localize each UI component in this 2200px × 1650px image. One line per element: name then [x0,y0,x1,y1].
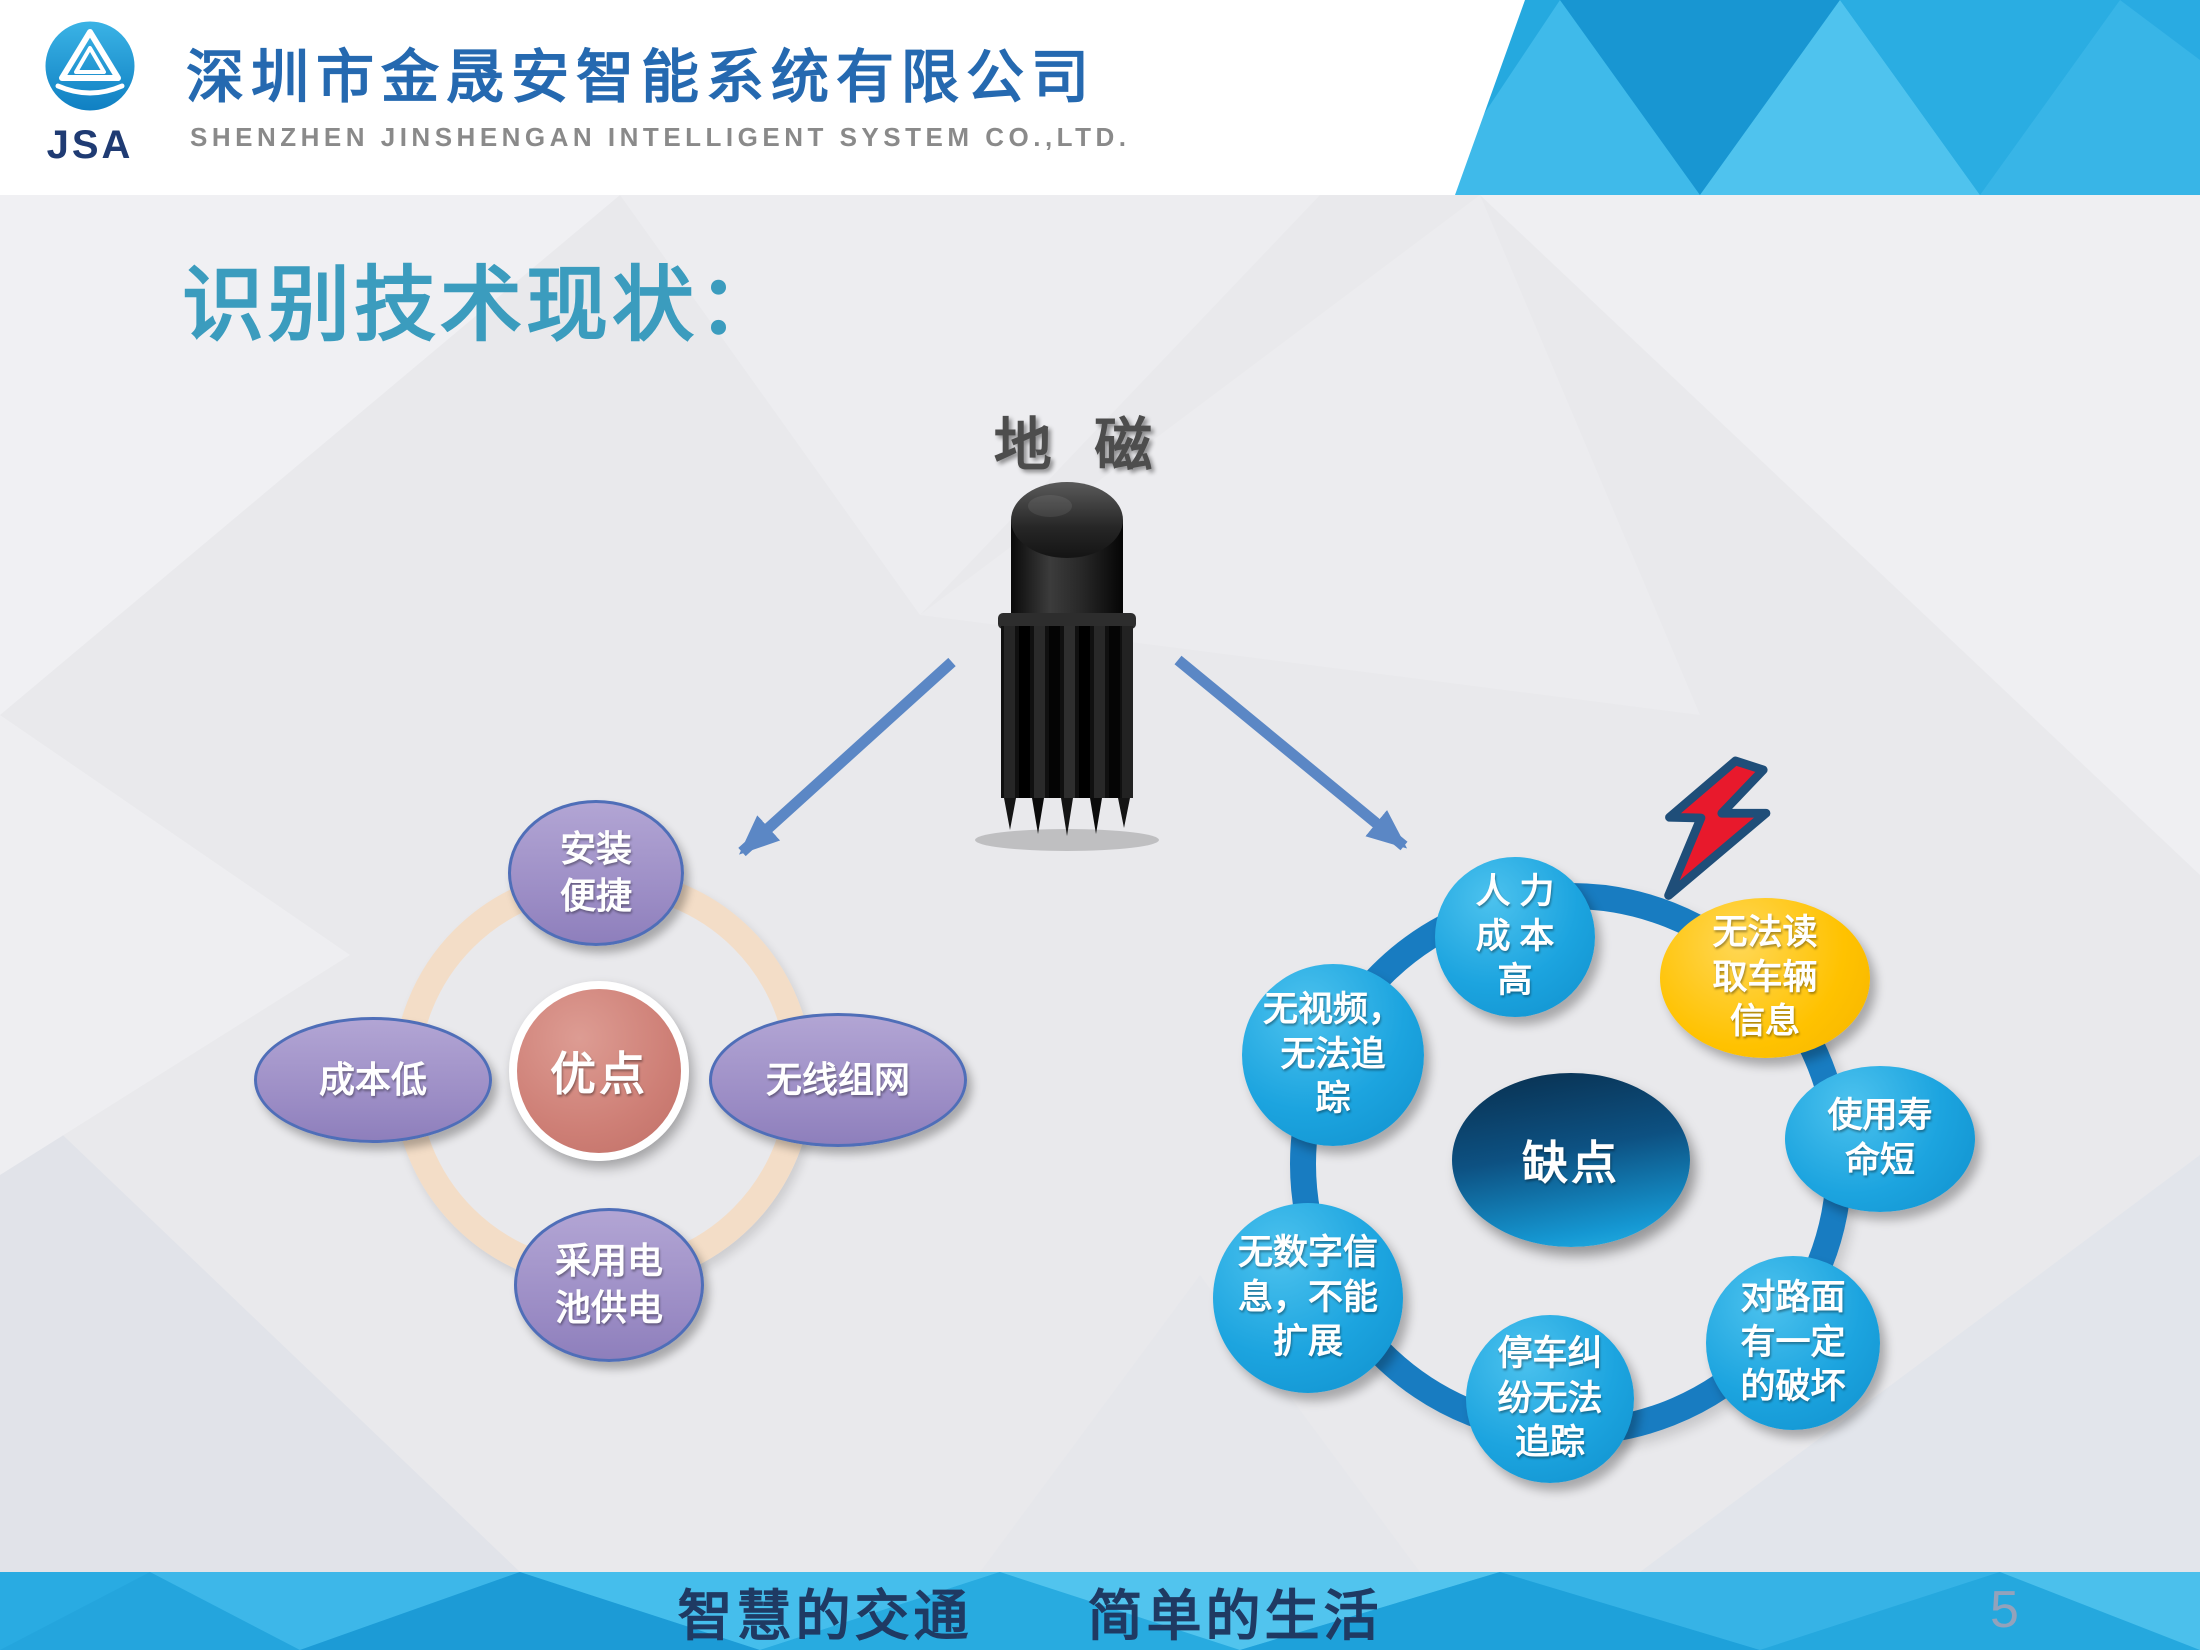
disadvantage-no-video-bubble: 无视频， 无法追 踪 [1242,964,1424,1146]
disadvantage-road-damage-bubble: 对路面 有一定 的破坏 [1706,1256,1880,1430]
company-name-zh: 深圳市金晟安智能系统有限公司 [186,45,1097,110]
page-title: 识别技术现状： [182,260,785,351]
disadvantage-no-vehicle-info-bubble: 无法读 取车辆 信息 [1660,898,1870,1058]
arrow-to-disadvantages [1174,655,1408,851]
slogan-left: 智慧的交通 [677,1586,973,1647]
company-name-en: SHENZHEN JINSHENGAN INTELLIGENT SYSTEM C… [190,122,1131,152]
advantages-center-bubble: 优点 [509,981,689,1161]
disadvantages-center-bubble: 缺点 [1452,1073,1690,1247]
disadvantage-short-lifespan-bubble: 使用寿 命短 [1785,1066,1975,1212]
arrow-to-advantages [738,657,956,857]
geomagnetic-sensor-image [975,482,1159,851]
company-logo: JSA [30,16,150,168]
disadvantage-no-digital-info-bubble: 无数字信 息，不能 扩展 [1213,1203,1403,1393]
advantage-wireless-network-bubble: 无线组网 [709,1013,967,1147]
page-number: 5 [1990,1581,2019,1639]
logo-text: JSA [46,123,134,167]
advantage-battery-powered-bubble: 采用电 池供电 [514,1208,704,1362]
lightning-bolt-icon [1664,756,1771,900]
device-label: 地 磁 [993,413,1167,478]
company-logo-icon [42,18,138,114]
header-band: JSA 深圳市金晟安智能系统有限公司 SHENZHEN JINSHENGAN I… [0,0,2200,195]
advantage-easy-install-bubble: 安装 便捷 [508,800,684,946]
footer-slogan: 智慧的交通 简单的生活 [0,1572,2060,1650]
slogan-right: 简单的生活 [1087,1586,1383,1647]
disadvantage-labor-cost-bubble: 人 力 成 本 高 [1435,857,1595,1017]
advantage-low-cost-bubble: 成本低 [254,1017,492,1143]
disadvantage-dispute-tracking-bubble: 停车纠 纷无法 追踪 [1466,1315,1634,1483]
